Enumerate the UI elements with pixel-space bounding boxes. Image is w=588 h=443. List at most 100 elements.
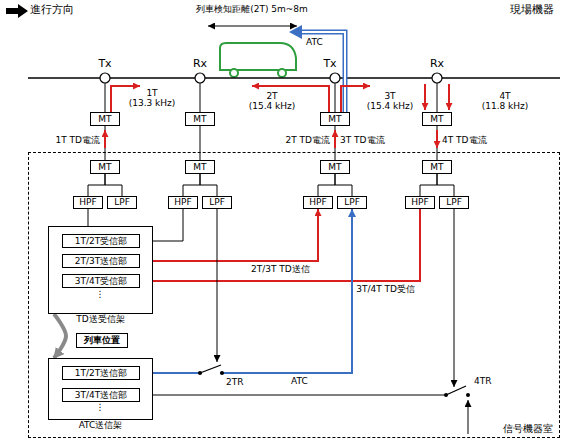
rail-connection-point	[100, 73, 442, 83]
annotation-label: 現場機器	[510, 4, 554, 15]
switch-contact	[466, 393, 470, 397]
lpf-box: LPF	[439, 196, 469, 209]
train-wheel	[278, 69, 286, 77]
switch-blade	[200, 365, 221, 373]
annotation-label: 2T	[266, 92, 277, 101]
box-label: 1T/2T受信部	[75, 237, 127, 246]
hpf-box: HPF	[168, 196, 198, 209]
annotation-label: 3T TD電流	[340, 136, 385, 145]
annotation-label: 4T TD電流	[442, 136, 487, 145]
annotation-label: ⋮	[96, 403, 105, 412]
connector	[420, 174, 437, 196]
box-label: LPF	[344, 198, 360, 207]
box-label: MT	[430, 163, 443, 172]
annotation-label: 1T	[146, 89, 157, 98]
box-label: MT	[193, 163, 206, 172]
mt-box: MT	[422, 112, 452, 126]
annotation-label: 2T TD電流	[285, 136, 330, 145]
annotation-label: Tx	[323, 58, 336, 69]
annotation-label: 4T	[499, 92, 510, 101]
box-label: 信号機器室	[503, 424, 553, 434]
connector	[88, 174, 105, 196]
td-rack: TD送受信架1T/2T受信部2T/3T送信部3T/4T受信部	[48, 226, 153, 314]
annotation-label: 4TR	[474, 377, 491, 386]
annotation-label: Tx	[98, 58, 111, 69]
connector	[200, 174, 217, 196]
annotation-label: (15.4 kHz)	[367, 102, 414, 111]
box-label: TD送受信架	[49, 315, 152, 324]
connector	[54, 314, 66, 358]
atc-arrow-head	[289, 25, 302, 39]
signal-room-region: 信号機器室 MT MT MT MT HPF LPF HPF LPF HPF LPF HPF LPF TD送…	[28, 152, 560, 438]
box-label: MT	[328, 115, 341, 124]
box-label: ATC送信架	[49, 421, 152, 430]
box-label: 1T/2T送信部	[75, 369, 127, 378]
connector	[105, 174, 122, 196]
hpf-box: HPF	[303, 196, 333, 209]
connector	[105, 126, 106, 160]
train-wheel	[230, 69, 238, 77]
train-position-box: 列車位置	[76, 333, 128, 348]
annotation-label: 進行方向	[30, 4, 74, 15]
annotation-label: Rx	[193, 58, 207, 69]
hpf-box: HPF	[405, 196, 435, 209]
connector	[183, 174, 200, 196]
mt-box: MT	[320, 160, 350, 174]
annotation-label: 2TR	[226, 378, 243, 387]
annotation-label: ⋮	[96, 290, 105, 299]
annotation-label: 3T	[384, 92, 395, 101]
annotation-label: (13.3 kHz)	[129, 99, 176, 108]
mt-box: MT	[185, 160, 215, 174]
train-body	[220, 43, 296, 70]
mt-box: MT	[90, 112, 120, 126]
box-label: LPF	[209, 198, 225, 207]
atc-output-wire	[140, 395, 446, 396]
mt-box: MT	[422, 160, 452, 174]
box-label: 列車位置	[84, 336, 120, 345]
feed-wires	[105, 83, 437, 112]
connector	[335, 126, 336, 160]
box-label: MT	[328, 163, 341, 172]
connector	[140, 209, 352, 373]
relay-control-line	[454, 209, 455, 387]
connector	[437, 126, 438, 160]
annotation-label: (11.8 kHz)	[482, 102, 529, 111]
lpf-box: LPF	[107, 196, 137, 209]
unit-box: 1T/2T受信部	[62, 234, 140, 248]
mt-box: MT	[320, 112, 350, 126]
connector	[140, 209, 318, 261]
annotation-label: Rx	[430, 58, 444, 69]
connector-label: ATC	[290, 377, 309, 386]
lpf-box: LPF	[337, 196, 367, 209]
direction-arrow	[6, 4, 28, 18]
box-label: MT	[193, 115, 206, 124]
connector	[88, 209, 89, 226]
dimension-arrow	[208, 26, 297, 27]
mt-box: MT	[90, 160, 120, 174]
connector-label: 3T/4T TD受信	[355, 285, 416, 294]
unit-box: 3T/4T受信部	[62, 274, 140, 288]
relay-control-line	[217, 209, 218, 362]
annotation-label: 列車検知距離(2T) 5m~8m	[196, 5, 308, 14]
box-label: MT	[98, 115, 111, 124]
box-label: MT	[430, 115, 443, 124]
lpf-box: LPF	[202, 196, 232, 209]
unit-box: 2T/3T送信部	[62, 254, 140, 268]
unit-box: 1T/2T送信部	[62, 366, 140, 380]
connector	[335, 174, 352, 196]
box-label: 3T/4T受信部	[75, 277, 127, 286]
unit-box: 3T/4T送信部	[62, 388, 140, 402]
connector-label: 2T/3T TD送信	[250, 265, 311, 274]
atc-signal-arrow	[302, 32, 345, 112]
box-label: 2T/3T送信部	[75, 257, 127, 266]
box-label: LPF	[114, 198, 130, 207]
hpf-box: HPF	[73, 196, 103, 209]
box-label: HPF	[411, 198, 428, 207]
annotation-label: 1T TD電流	[55, 136, 100, 145]
input-arrow	[468, 400, 469, 434]
connector	[200, 126, 201, 160]
mt-box: MT	[185, 112, 215, 126]
box-label: HPF	[174, 198, 191, 207]
connector	[437, 174, 454, 196]
annotation-label: (15.4 kHz)	[249, 102, 296, 111]
